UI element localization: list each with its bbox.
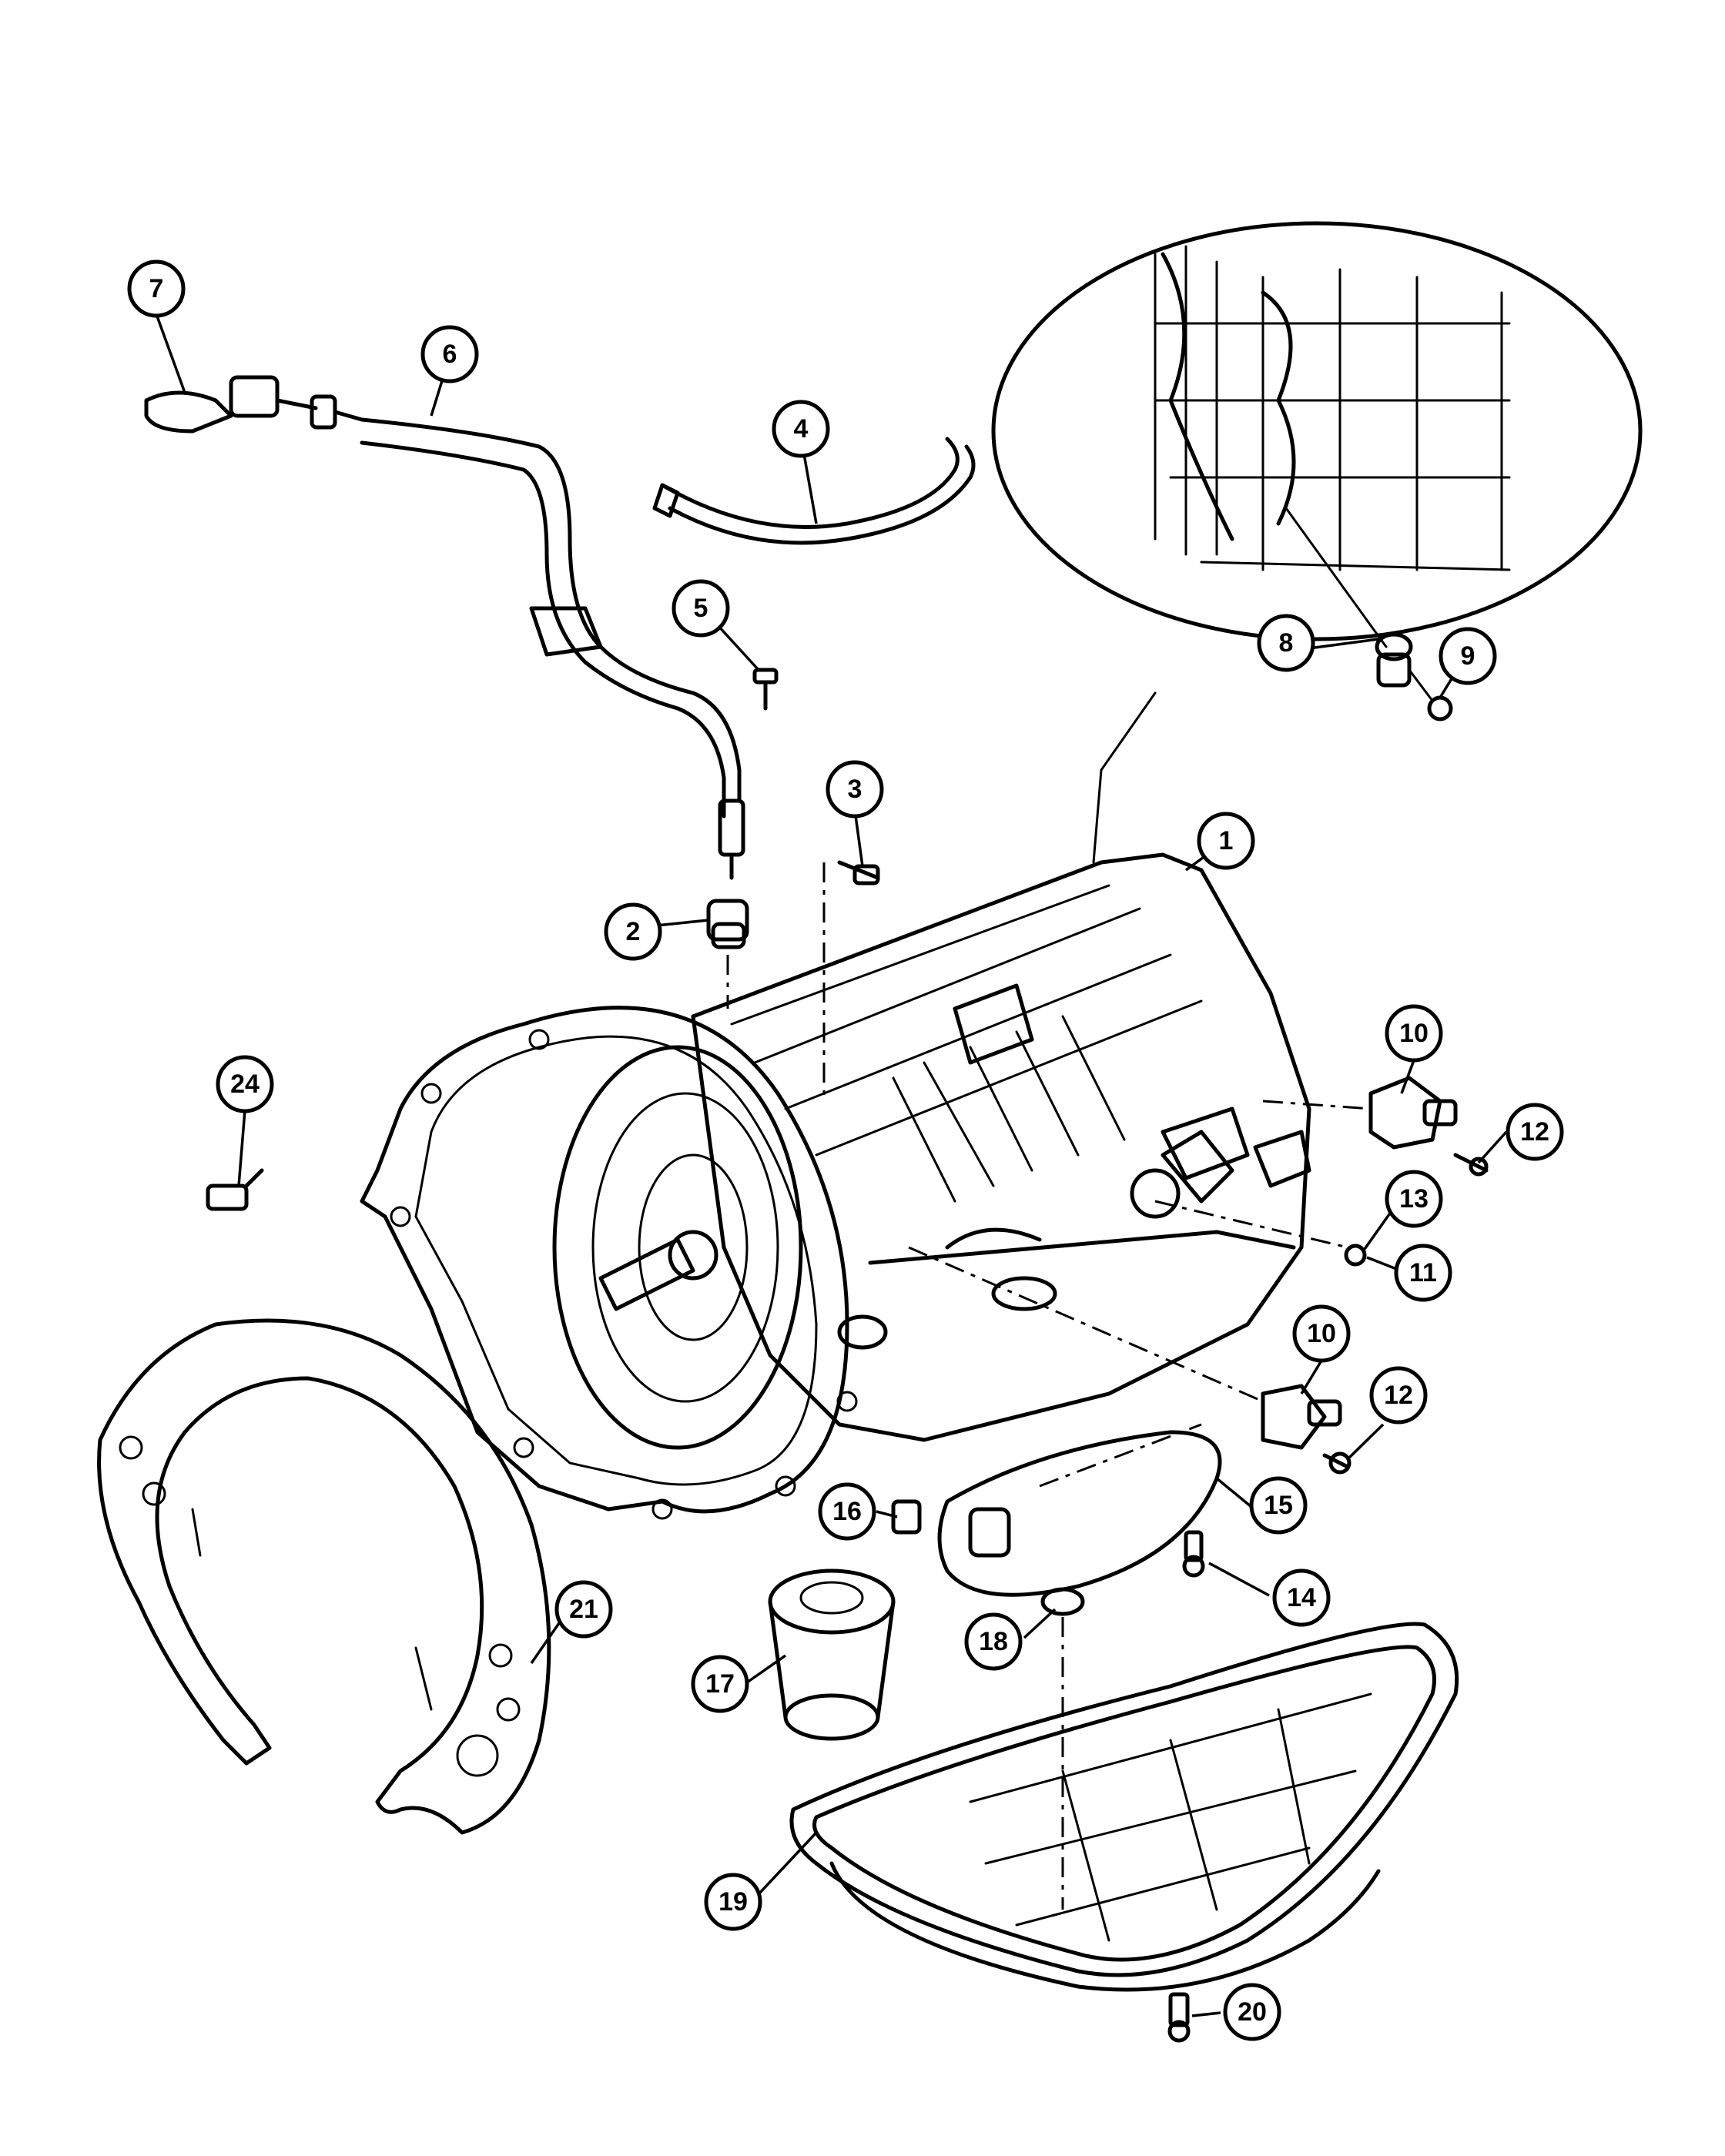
callout-2-label: 2 — [626, 917, 641, 946]
callout-7: 7 — [127, 259, 186, 318]
callout-3: 3 — [826, 760, 884, 819]
callout-11: 11 — [1394, 1244, 1452, 1302]
bolt-part-12-lower — [1322, 1451, 1352, 1475]
vent-tube-part-4 — [652, 437, 976, 545]
bolt-part-12-upper — [1453, 1153, 1489, 1177]
callout-20: 20 — [1223, 1983, 1281, 2041]
callout-4: 4 — [772, 400, 830, 458]
callout-2: 2 — [604, 902, 662, 961]
callout-12-lower: 12 — [1369, 1366, 1428, 1424]
dust-shield-part-21 — [97, 1318, 551, 1835]
callout-14-label: 14 — [1287, 1583, 1316, 1612]
callout-13: 13 — [1385, 1170, 1443, 1228]
callout-15: 15 — [1249, 1476, 1308, 1535]
callout-17: 17 — [691, 1655, 749, 1713]
callout-8-label: 8 — [1279, 628, 1294, 658]
callout-12-upper: 12 — [1506, 1103, 1564, 1161]
dipstick-part-7 — [144, 375, 364, 434]
callout-6: 6 — [420, 325, 479, 383]
callout-19-label: 19 — [718, 1887, 748, 1917]
callout-21: 21 — [554, 1580, 613, 1639]
callout-19: 19 — [704, 1873, 762, 1931]
bolt-part-24 — [206, 1168, 264, 1211]
callout-18-label: 18 — [979, 1627, 1008, 1656]
callout-24-label: 24 — [230, 1070, 260, 1099]
oil-pan-part-19 — [789, 1622, 1459, 1992]
callout-1-label: 1 — [1219, 826, 1234, 855]
callout-5: 5 — [672, 579, 730, 638]
callout-12-lower-label: 12 — [1384, 1381, 1413, 1410]
callout-12-upper-label: 12 — [1520, 1117, 1549, 1147]
callout-17-label: 17 — [705, 1669, 735, 1699]
callout-10-upper-label: 10 — [1399, 1019, 1429, 1048]
seal-part-2 — [706, 899, 749, 1009]
bolt-part-5 — [752, 668, 779, 711]
callout-21-label: 21 — [569, 1595, 598, 1624]
sensor-part-10-upper — [1262, 1076, 1458, 1150]
callout-6-label: 6 — [443, 340, 457, 369]
callout-16: 16 — [818, 1482, 876, 1541]
oil-filter-part-17 — [768, 1568, 896, 1741]
filter-part-15 — [937, 1423, 1222, 1597]
callout-9: 9 — [1439, 627, 1497, 685]
callout-14: 14 — [1272, 1568, 1331, 1627]
callout-10-lower: 10 — [1292, 1304, 1351, 1363]
callout-7-label: 7 — [149, 274, 164, 303]
callout-4-label: 4 — [794, 414, 809, 444]
callout-11-label: 11 — [1409, 1258, 1437, 1287]
transmission-case-part-1 — [360, 852, 1311, 1520]
plug-part-16 — [891, 1499, 922, 1535]
callout-20-label: 20 — [1238, 1997, 1267, 2027]
detail-inset — [991, 221, 1643, 864]
callout-8: 8 — [1257, 614, 1315, 672]
bolt-part-20 — [1167, 1992, 1191, 2043]
callout-1: 1 — [1197, 812, 1255, 870]
callout-10-upper: 10 — [1385, 1004, 1443, 1063]
callout-9-label: 9 — [1461, 641, 1475, 671]
plug-part-9 — [1408, 668, 1453, 721]
callout-13-label: 13 — [1399, 1184, 1429, 1214]
callout-15-label: 15 — [1264, 1491, 1293, 1520]
plug-part-18 — [1040, 1587, 1085, 1910]
leader-lines — [155, 313, 1508, 2017]
dipstick-tube-part-6 — [360, 417, 745, 880]
bolt-part-3 — [822, 860, 880, 1101]
nut-part-11-13 — [1154, 1200, 1367, 1267]
callout-16-label: 16 — [832, 1497, 862, 1526]
callout-10-lower-label: 10 — [1307, 1319, 1336, 1348]
sensor-part-10-lower — [908, 1246, 1342, 1450]
bolt-part-14 — [1182, 1530, 1205, 1578]
callout-3-label: 3 — [848, 775, 862, 804]
callout-18: 18 — [964, 1612, 1023, 1671]
callout-5-label: 5 — [694, 594, 708, 623]
callout-24: 24 — [216, 1055, 274, 1113]
